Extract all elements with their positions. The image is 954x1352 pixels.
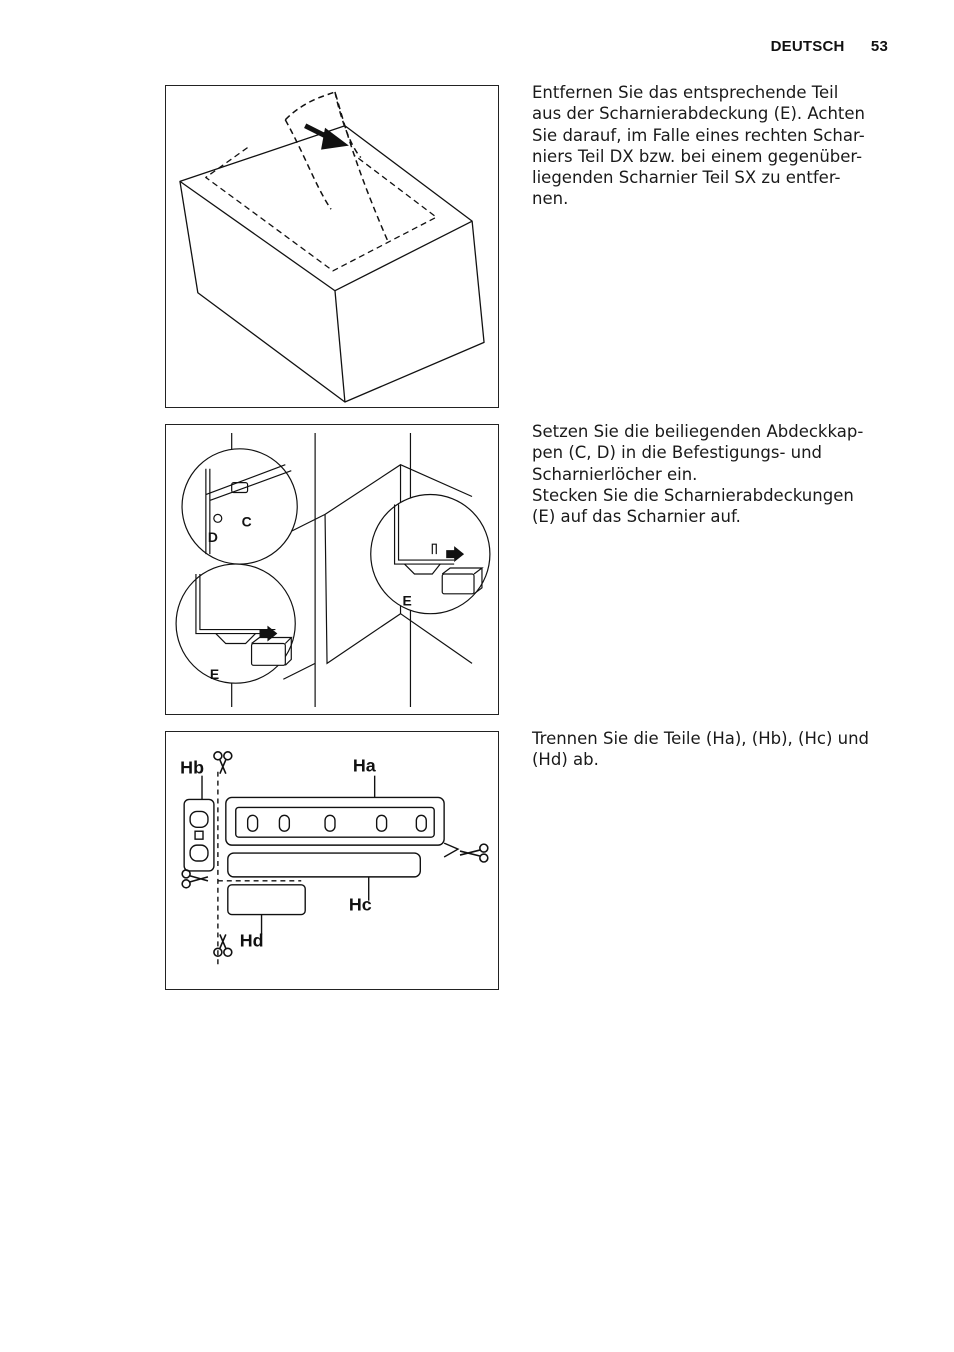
- label-e-left: E: [210, 666, 219, 682]
- instruction-step-2: Setzen Sie die beiliegenden Abdeckkap- p…: [532, 422, 864, 527]
- figure-hinge-cover-remove-part: [165, 85, 499, 408]
- label-c: C: [242, 513, 252, 529]
- hinge-cover-illustration: [179, 91, 485, 403]
- scissors-icon: [181, 869, 209, 889]
- label-hd: Hd: [240, 930, 264, 950]
- figure-insert-caps: C D E E: [165, 424, 499, 715]
- header-language: DEUTSCH: [770, 38, 845, 55]
- parts-illustration: Hb Ha Hc Hd: [180, 751, 489, 967]
- page-number: 53: [870, 38, 888, 55]
- instruction-step-3: Trennen Sie die Teile (Ha), (Hb), (Hc) u…: [532, 729, 870, 770]
- scissors-icon: [213, 751, 233, 774]
- scissors-icon: [213, 934, 233, 958]
- scissors-icon: [459, 843, 489, 863]
- page-header: DEUTSCH 53: [771, 38, 888, 55]
- label-e-right: E: [403, 593, 412, 609]
- instruction-step-1: Entfernen Sie das entsprechende Teil aus…: [532, 83, 866, 209]
- label-hb: Hb: [180, 758, 204, 778]
- arrow-icon: [304, 123, 349, 150]
- figure-separate-parts: Hb Ha Hc Hd: [165, 731, 499, 990]
- label-ha: Ha: [353, 756, 377, 776]
- label-d: D: [208, 529, 218, 545]
- label-hc: Hc: [349, 895, 372, 915]
- caps-illustration: C D E E: [175, 432, 491, 708]
